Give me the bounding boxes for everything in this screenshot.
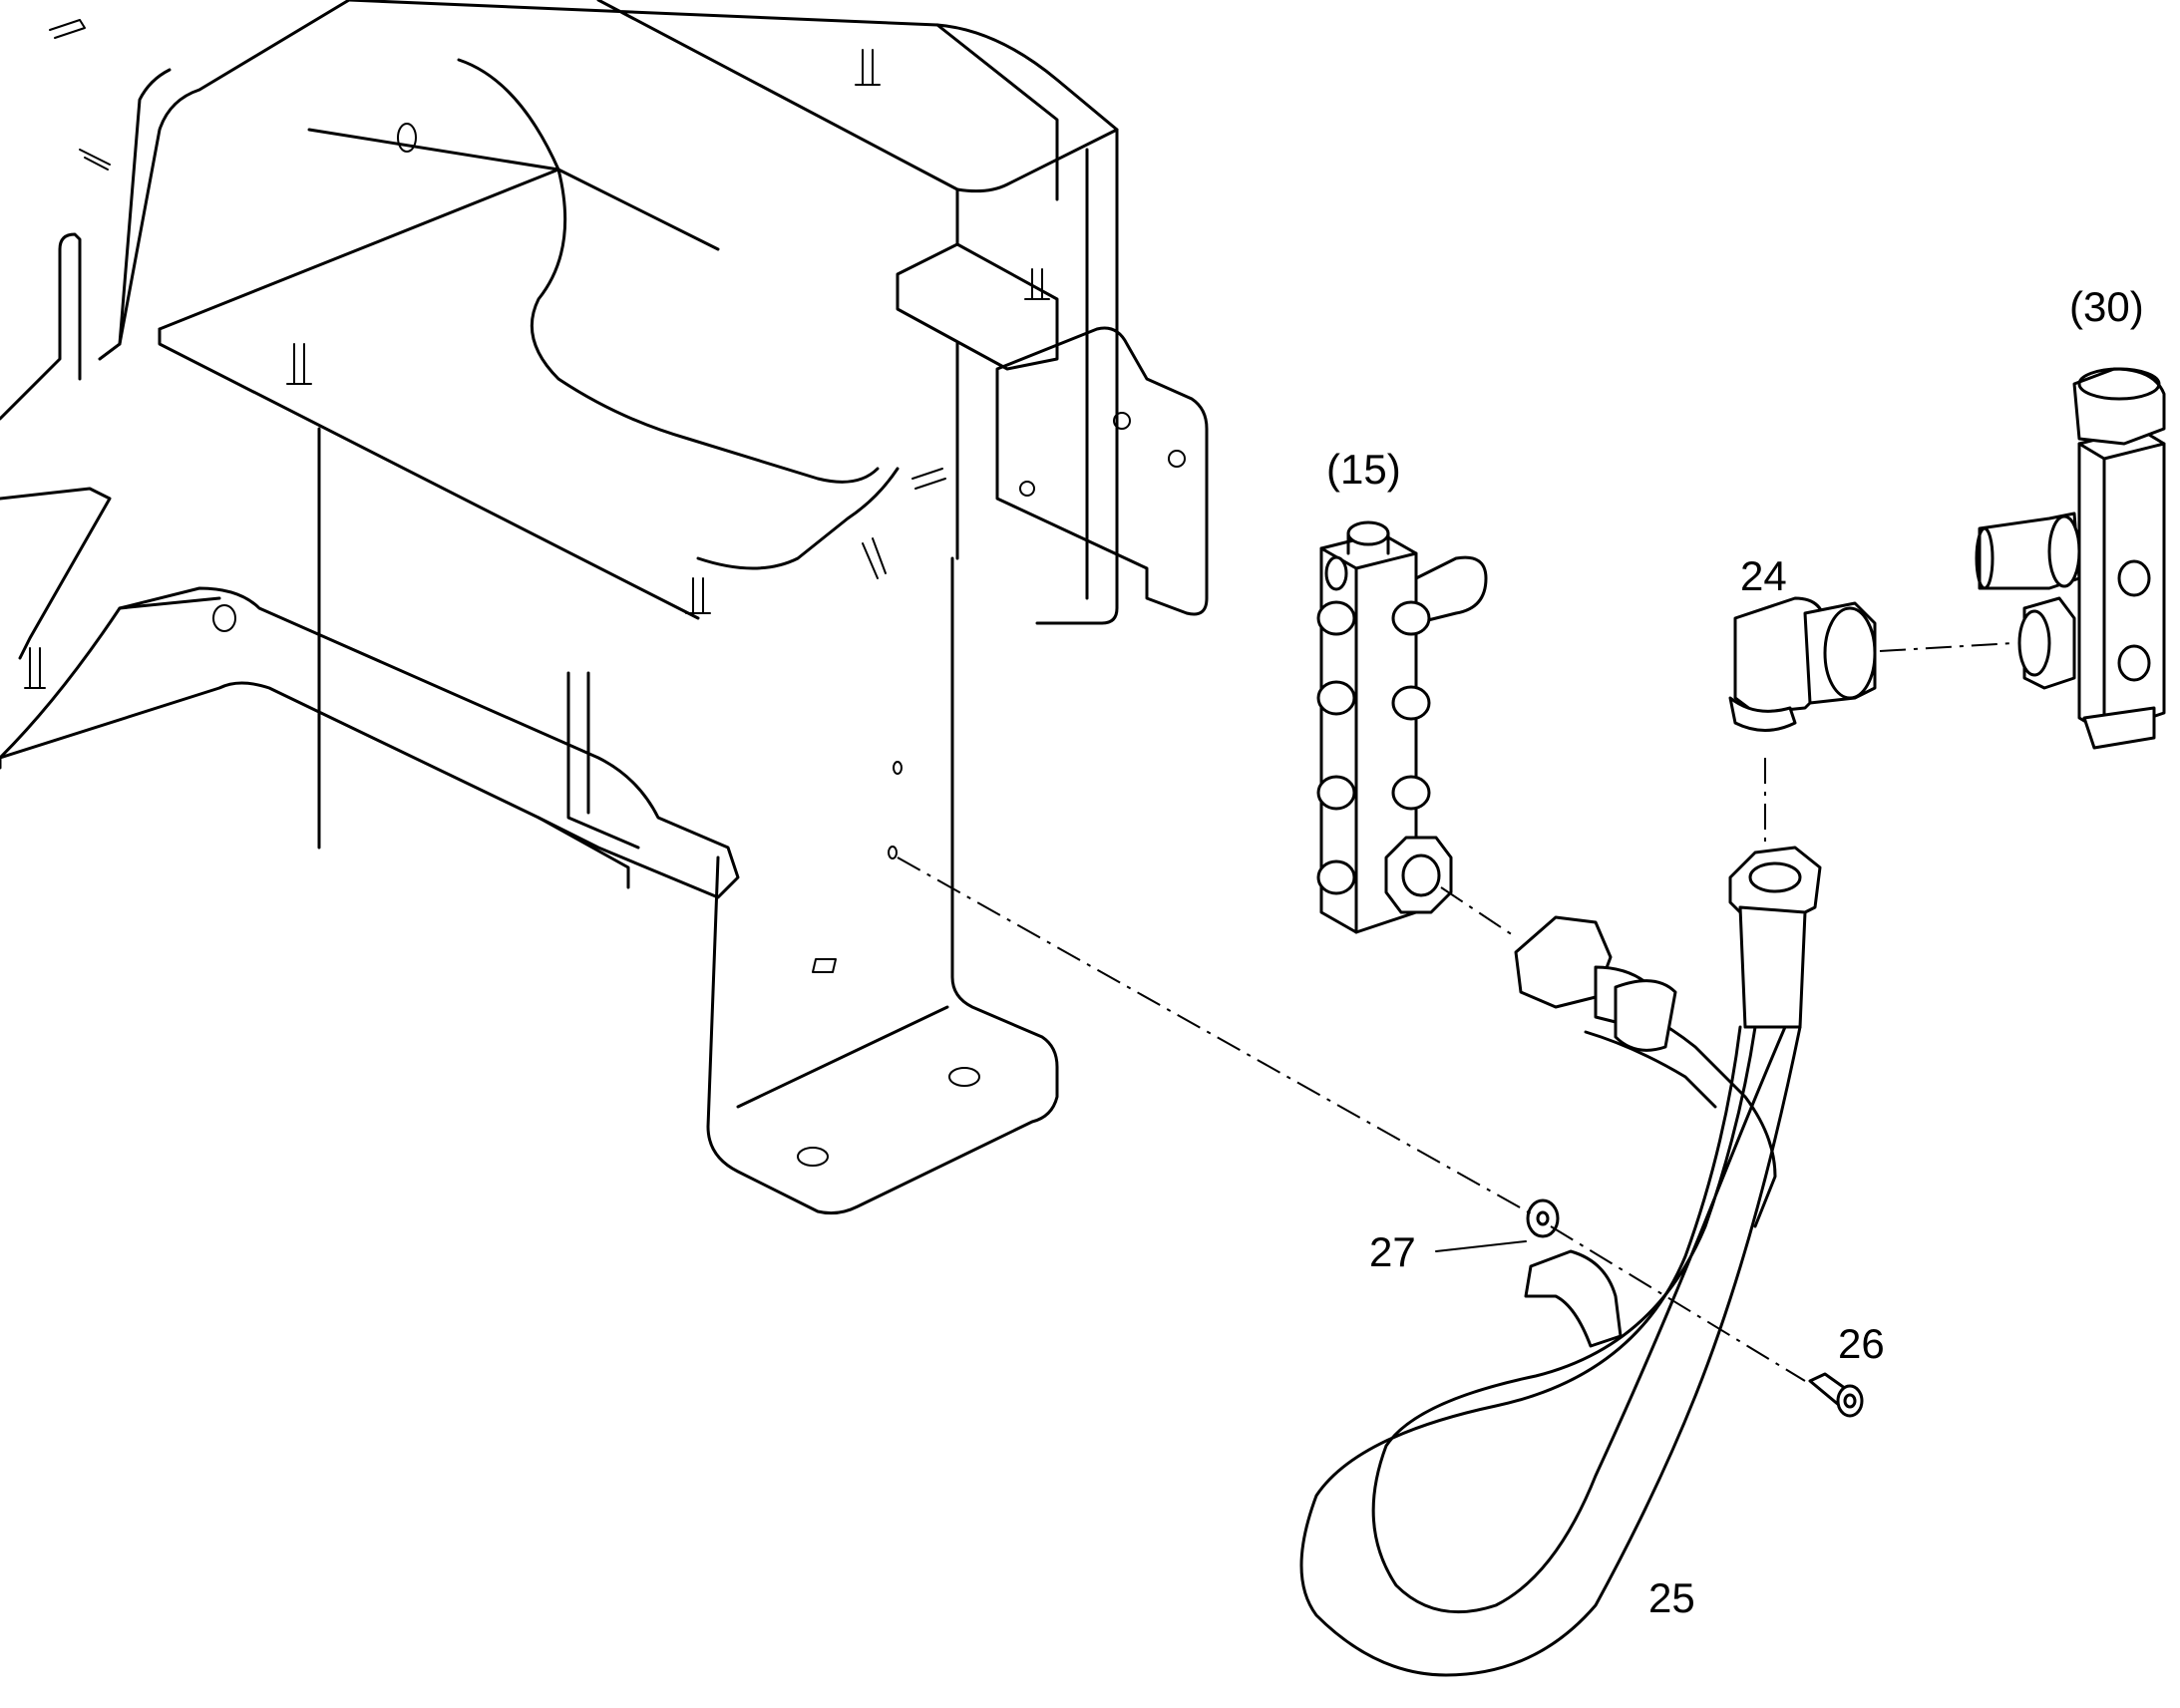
callout-27: 27 [1369,1228,1416,1275]
hose-assembly [1299,846,1822,1677]
callout-24: 24 [1740,552,1787,599]
leader-27 [1435,1240,1527,1252]
socket-screw [1808,1372,1864,1418]
manifold-block [1316,520,1488,934]
manifold-ports [1316,600,1453,914]
frame-bracket [0,0,1209,1215]
callout-26: 26 [1838,1320,1885,1367]
washer [1526,1198,1560,1238]
callout-30: (30) [2069,283,2144,330]
assembly-lines [897,642,2015,1382]
callout-15: (15) [1326,446,1401,493]
callout-25: 25 [1648,1574,1695,1621]
tee-valve [1975,367,2166,750]
frame-bolts [24,19,1050,689]
elbow-fitting [1728,596,1877,732]
